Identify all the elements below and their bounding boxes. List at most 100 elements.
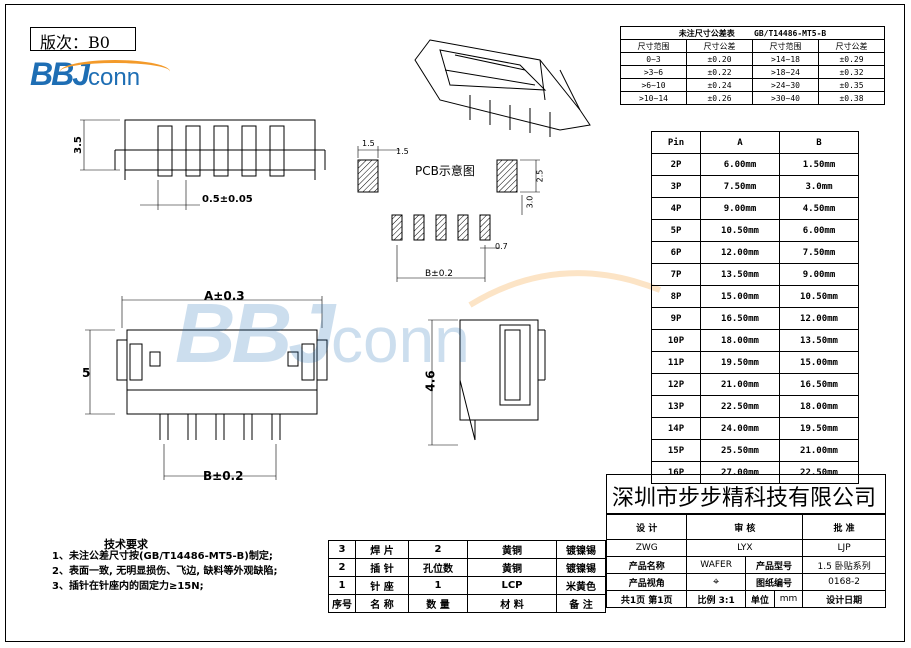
pin-cell: 2P	[651, 153, 701, 176]
dim-a: A±0.3	[204, 289, 245, 303]
dim-pcb-0.7: 0.7	[495, 242, 508, 251]
bom-cell: 焊 片	[355, 540, 409, 559]
pin-cell: 16.50mm	[700, 307, 780, 330]
pin-cell: 22.50mm	[779, 461, 859, 484]
tol-cell: ±0.24	[686, 78, 753, 92]
view-symbol-icon: ⌖	[686, 573, 746, 591]
dim-height-main: 5	[82, 366, 91, 380]
note-item: 2、表面一致, 无明显损伤、飞边, 缺料等外观缺陷;	[52, 566, 278, 577]
bom-header: 序号	[328, 594, 356, 613]
side-view	[428, 319, 546, 446]
tol-cell: ±0.20	[686, 52, 753, 66]
bom-cell: 针 座	[355, 576, 409, 595]
bom-table: 3 焊 片 2 黄铜 镀镍锡 2 插 针 孔位数 黄铜 镀镍锡 1 针 座 1 …	[328, 540, 606, 613]
version-label: 版次：B0	[40, 33, 110, 52]
company-box	[606, 474, 886, 514]
approve-label: 批 准	[802, 514, 886, 540]
pin-cell: 19.50mm	[700, 351, 780, 374]
tol-cell: >18~24	[752, 65, 819, 79]
bom-cell: 黄铜	[467, 558, 557, 577]
pin-cell: 9.00mm	[700, 197, 780, 220]
date-label: 设计日期	[802, 590, 886, 608]
pin-cell: 4.50mm	[779, 197, 859, 220]
product-model-value: 1.5 卧贴系列	[802, 556, 886, 574]
product-name-label: 产品名称	[605, 556, 688, 574]
pin-cell: 12.00mm	[700, 241, 780, 264]
dim-pitch: 0.5±0.05	[202, 194, 253, 205]
bom-cell: 插 针	[355, 558, 409, 577]
bom-cell: 1	[408, 576, 468, 595]
pin-cell: 7.50mm	[779, 241, 859, 264]
pin-cell: 10.50mm	[700, 219, 780, 242]
product-model-label: 产品型号	[744, 556, 804, 574]
company-name: 深圳市步步精科技有限公司	[612, 486, 877, 511]
tol-header: 尺寸范围	[620, 39, 687, 53]
pin-cell: 6.00mm	[700, 153, 780, 176]
bom-cell: 2	[408, 540, 468, 559]
tol-cell: 0~3	[620, 52, 687, 66]
pin-header: A	[700, 131, 780, 154]
tol-cell: >3~6	[620, 65, 687, 79]
unit-label: 单位	[744, 590, 775, 608]
tol-header: 尺寸范围	[752, 39, 819, 53]
tol-cell: >10~14	[620, 91, 687, 105]
pin-cell: 13.50mm	[779, 329, 859, 352]
tolerance-title: 未注尺寸公差表	[678, 28, 735, 38]
bom-header: 备 注	[556, 594, 606, 613]
bom-cell: 2	[328, 558, 356, 577]
version-box	[30, 27, 136, 51]
pin-cell: 18.00mm	[700, 329, 780, 352]
drawing-frame	[5, 4, 905, 642]
pages-label: 共1页 第1页	[605, 590, 688, 608]
bom-cell: 3	[328, 540, 356, 559]
bom-cell: 镀镍锡	[556, 558, 606, 577]
pin-cell: 18.00mm	[779, 395, 859, 418]
pin-cell: 3.0mm	[779, 175, 859, 198]
pin-cell: 14P	[651, 417, 701, 440]
bom-header: 数 量	[408, 594, 468, 613]
pin-cell: 5P	[651, 219, 701, 242]
pin-cell: 7.50mm	[700, 175, 780, 198]
dim-pcb-3.0: 3.0	[525, 195, 535, 209]
pin-header: Pin	[651, 131, 701, 154]
dim-b: B±0.2	[203, 469, 244, 483]
bom-header: 名 称	[355, 594, 409, 613]
view-label: 产品视角	[605, 573, 688, 591]
pin-cell: 10.50mm	[779, 285, 859, 308]
scale-label-text: 比例	[697, 595, 716, 606]
scale-value: 3:1	[718, 595, 735, 606]
pin-cell: 3P	[651, 175, 701, 198]
watermark	[468, 270, 662, 308]
tolerance-table: 未注尺寸公差表 GB/T14486-MT5-B 尺寸范围 尺寸公差 尺寸范围 尺…	[620, 26, 885, 105]
bom-header: 材 料	[467, 594, 557, 613]
bom-cell: 1	[328, 576, 356, 595]
scale-label: 比例 3:1	[686, 590, 746, 608]
tol-cell: ±0.32	[818, 65, 885, 79]
tol-cell: ±0.26	[686, 91, 753, 105]
pin-cell: 22.50mm	[700, 395, 780, 418]
watermark-bbj: BBJ	[175, 286, 335, 380]
pin-cell: 6P	[651, 241, 701, 264]
review-value: LYX	[686, 539, 804, 557]
tol-cell: ±0.38	[818, 91, 885, 105]
pin-cell: 15P	[651, 439, 701, 462]
note-item: 1、未注公差尺寸按(GB/T14486-MT5-B)制定;	[52, 551, 273, 562]
front-view-main	[85, 296, 328, 480]
dim-height-front: 3.5	[72, 136, 84, 154]
design-label: 设 计	[605, 514, 688, 540]
approve-value: LJP	[802, 539, 886, 557]
pin-cell: 6.00mm	[779, 219, 859, 242]
design-value: ZWG	[605, 539, 688, 557]
tol-header: 尺寸公差	[686, 39, 753, 53]
drawing-no-value: 0168-2	[802, 573, 886, 591]
pin-cell: 15.00mm	[779, 351, 859, 374]
pin-header: B	[779, 131, 859, 154]
pin-cell: 10P	[651, 329, 701, 352]
pin-cell: 12P	[651, 373, 701, 396]
dim-pcb-2.5: 2.5	[535, 169, 545, 183]
bom-cell: 镀镍锡	[556, 540, 606, 559]
bom-cell: 孔位数	[408, 558, 468, 577]
pin-cell: 11P	[651, 351, 701, 374]
pin-cell: 13P	[651, 395, 701, 418]
